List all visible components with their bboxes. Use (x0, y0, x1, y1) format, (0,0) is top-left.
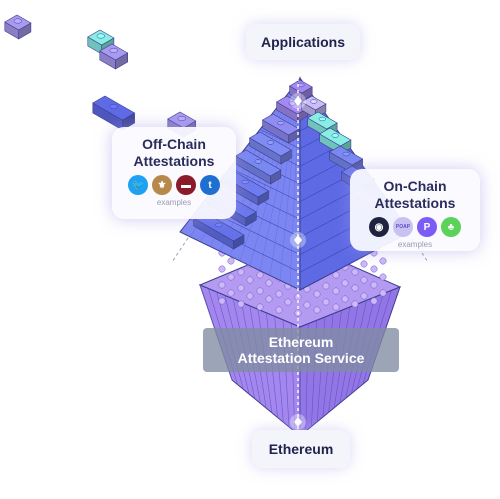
offchain-title-line2: Attestations (133, 153, 215, 169)
lower-stud (265, 295, 273, 303)
node-diamond-2 (294, 235, 302, 245)
lower-stud (256, 287, 264, 295)
lower-stud (246, 292, 254, 300)
floating-brick-3-stud (109, 48, 118, 53)
lower-stud (360, 292, 368, 300)
ethereum-text: Ethereum (268, 441, 334, 457)
lower-stud (332, 287, 340, 295)
lower-stud (246, 276, 254, 284)
lower-stud (360, 260, 368, 268)
offchain-title-line1: Off-Chain (142, 136, 206, 152)
offchain-dashed-line (171, 237, 189, 263)
eas-line2: Attestation Service (237, 350, 365, 366)
ethereum-label: Ethereum (252, 430, 350, 468)
lower-stud (351, 300, 359, 308)
lower-stud (370, 297, 378, 305)
lower-stud (275, 290, 283, 298)
node-diamond-3 (294, 417, 302, 427)
green-tree-icon: ♣ (441, 217, 461, 237)
pyramid-brick-8-stud (342, 151, 350, 157)
floating-brick-2-stud (96, 33, 106, 39)
government-seal-icon: ⚜ (152, 175, 172, 195)
lower-stud (265, 279, 273, 287)
lower-stud (322, 282, 330, 290)
node-diamond-1 (294, 96, 302, 106)
pyramid-brick-6-stud (331, 133, 339, 138)
lower-stud (275, 306, 283, 314)
lower-stud (284, 298, 292, 306)
lower-stud (332, 303, 340, 311)
colorful-p-logo-icon: P (417, 217, 437, 237)
applications-label: Applications (246, 24, 360, 60)
lower-stud (313, 290, 321, 298)
lower-stud (303, 301, 311, 309)
offchain-attestations-card: Off-Chain Attestations 🐦⚜▬t examples (112, 127, 236, 219)
tumblr-icon: t (200, 175, 220, 195)
lower-stud (237, 300, 245, 308)
pyramid-brick-3-stud (277, 120, 285, 126)
pyramid-brick-13-stud (215, 222, 223, 228)
onchain-title-line2: Attestations (374, 195, 456, 211)
lower-stud (218, 281, 226, 289)
onchain-examples-caption: examples (397, 240, 433, 249)
lower-stud (237, 268, 245, 276)
onchain-title: On-Chain Attestations (350, 169, 480, 216)
lower-stud (370, 265, 378, 273)
lower-stud (379, 257, 387, 265)
red-badge-icon: ▬ (176, 175, 196, 195)
pyramid-brick-9-stud (241, 179, 249, 185)
offchain-logos: 🐦⚜▬t (112, 175, 236, 195)
lower-stud (218, 265, 226, 273)
lower-stud (227, 257, 235, 265)
floating-brick-5-stud (177, 116, 186, 121)
lower-stud (256, 271, 264, 279)
floating-brick-1-stud (13, 18, 23, 24)
pyramid-brick-7-stud (254, 159, 262, 164)
pyramid-brick-4-stud (318, 116, 326, 122)
lower-stud (351, 284, 359, 292)
pyramid-brick-1-stud (288, 101, 296, 106)
node-diamond-0 (294, 61, 302, 71)
pyramid-brick-2-stud (310, 99, 318, 104)
lower-stud (227, 273, 235, 281)
onchain-title-line1: On-Chain (383, 178, 447, 194)
offchain-examples-caption: examples (156, 198, 192, 207)
lower-stud (237, 284, 245, 292)
eas-label-bar: Ethereum Attestation Service (203, 328, 399, 372)
lower-stud (360, 276, 368, 284)
offchain-title: Off-Chain Attestations (112, 127, 236, 174)
lower-stud (256, 303, 264, 311)
poap-icon: POAP (393, 217, 413, 237)
lower-stud (341, 279, 349, 287)
lower-stud (218, 297, 226, 305)
lower-stud (227, 289, 235, 297)
pyramid-brick-5-stud (266, 140, 275, 145)
lower-stud (313, 306, 321, 314)
lower-stud (332, 271, 340, 279)
lower-stud (379, 273, 387, 281)
lower-stud (351, 268, 359, 276)
floating-brick-4-stud (109, 104, 118, 109)
lower-stud (322, 298, 330, 306)
dark-circle-logo-icon: ◉ (369, 217, 389, 237)
lower-stud (341, 295, 349, 303)
eas-line1: Ethereum (268, 334, 334, 350)
lower-stud (370, 281, 378, 289)
applications-text: Applications (260, 34, 345, 50)
lower-stud (379, 289, 387, 297)
twitter-bird-icon: 🐦 (128, 175, 148, 195)
